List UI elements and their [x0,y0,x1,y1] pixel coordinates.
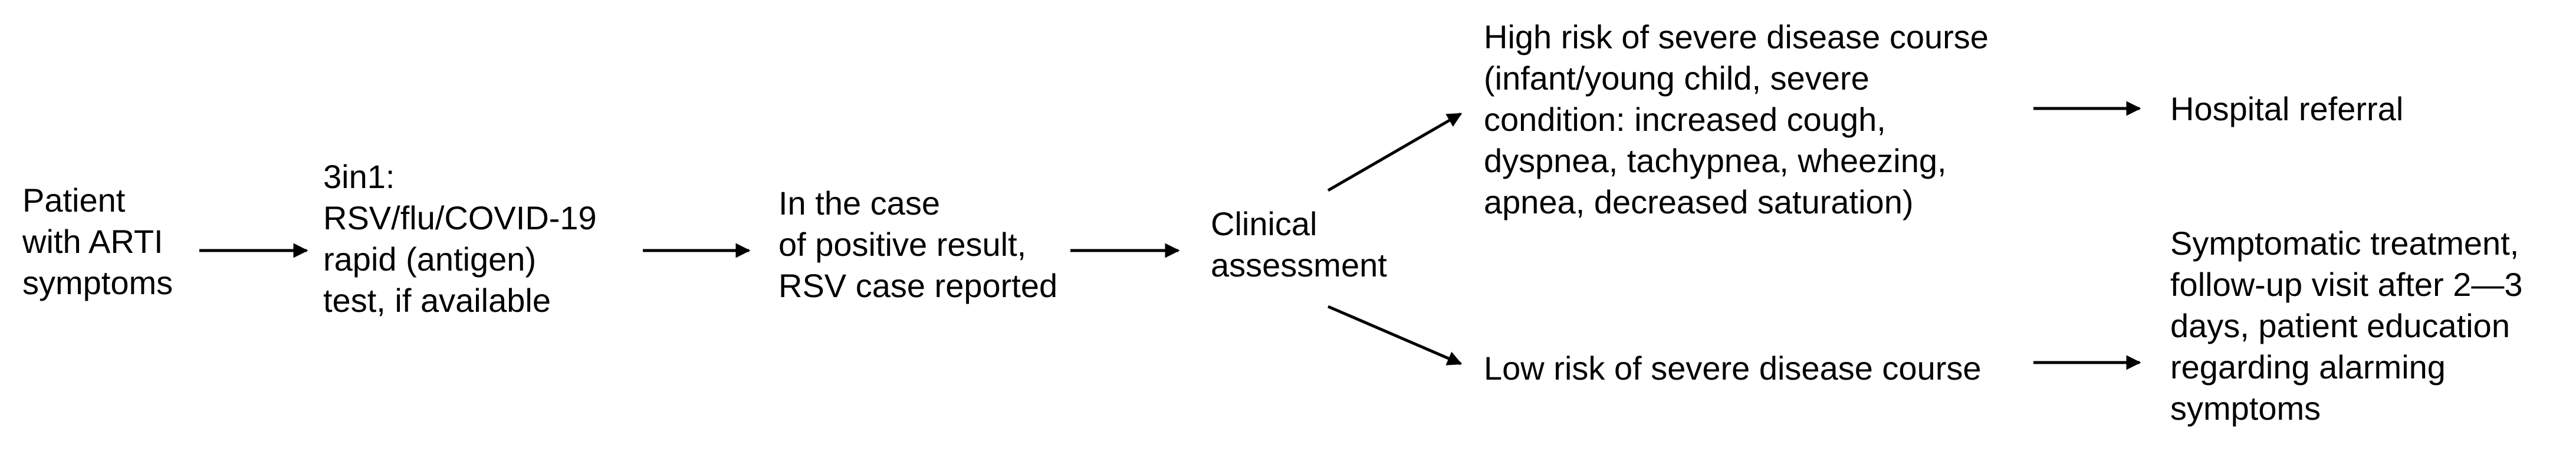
patient-line-1: Patient [22,182,126,219]
symptomatic-line-2: follow-up visit after 2—3 [2170,266,2523,303]
arrow-assessment-to-high-risk [1327,112,1463,192]
patient-line-2: with ARTI [22,223,163,260]
positive-result-line-2: of positive result, [778,226,1027,263]
rapid-test-node: 3in1: RSV/flu/COVID-19 rapid (antigen) t… [323,156,597,321]
high-risk-line-5: apnea, decreased saturation) [1484,183,1914,220]
positive-result-line-1: In the case [778,185,940,222]
low-risk-line-1: Low risk of severe disease course [1484,350,1982,387]
high-risk-line-1: High risk of severe disease course [1484,18,1989,55]
positive-result-line-3: RSV case reported [778,267,1058,304]
arrow-assessment-to-low-risk [1328,305,1463,365]
rapid-test-line-1: 3in1: [323,158,395,195]
positive-result-node: In the case of positive result, RSV case… [778,183,1057,307]
clinical-assessment-line-2: assessment [1211,246,1387,284]
patient-node: Patient with ARTI symptoms [22,180,173,304]
hospital-referral-node: Hospital referral [2170,88,2403,130]
patient-line-3: symptoms [22,264,173,301]
symptomatic-line-4: regarding alarming [2170,348,2446,386]
rapid-test-line-3: rapid (antigen) [323,241,537,278]
clinical-assessment-node: Clinical assessment [1211,203,1387,286]
symptomatic-line-5: symptoms [2170,390,2321,427]
rapid-test-line-4: test, if available [323,282,551,319]
high-risk-line-2: (infant/young child, severe [1484,60,1869,97]
low-risk-node: Low risk of severe disease course [1484,348,1982,389]
high-risk-node: High risk of severe disease course (infa… [1484,17,1989,223]
rapid-test-line-2: RSV/flu/COVID-19 [323,199,597,236]
high-risk-line-3: condition: increased cough, [1484,101,1886,138]
symptomatic-treatment-node: Symptomatic treatment, follow-up visit a… [2170,223,2523,429]
clinical-assessment-line-1: Clinical [1211,205,1317,242]
symptomatic-line-1: Symptomatic treatment, [2170,225,2519,262]
high-risk-line-4: dyspnea, tachypnea, wheezing, [1484,142,1947,179]
hospital-referral-line-1: Hospital referral [2170,90,2404,127]
symptomatic-line-3: days, patient education [2170,307,2510,344]
